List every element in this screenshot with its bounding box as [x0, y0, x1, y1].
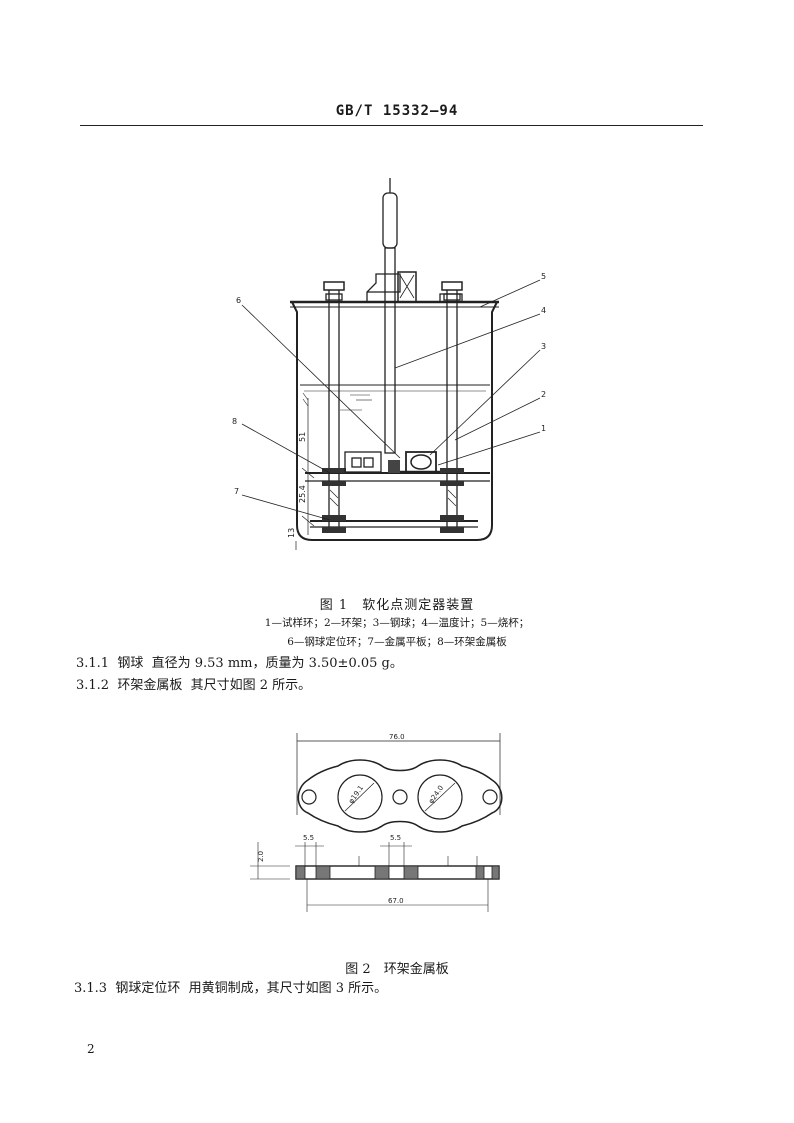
clause-3-1-3: 3.1.3 钢球定位环 用黄铜制成，其尺寸如图 3 所示。	[74, 981, 388, 996]
figure-2-caption: 图 2 环架金属板	[345, 962, 449, 977]
figure-1-legend-line-2: 6—钢球定位环；7—金属平板；8—环架金属板	[287, 636, 507, 648]
dim-thickness: 2.0	[257, 851, 265, 862]
callout-4: 4	[541, 306, 546, 315]
callout-6: 6	[236, 296, 241, 305]
clause-3-1-1: 3.1.1 钢球 直径为 9.53 mm，质量为 3.50±0.05 g。	[76, 656, 403, 671]
figure-1-legend-line-1: 1—试样环；2—环架；3—钢球；4—温度计；5—烧杯；	[264, 617, 530, 629]
dim-25-4: 25.4	[298, 485, 307, 503]
standard-number: GB/T 15332—94	[335, 103, 459, 119]
dim-51: 51	[298, 432, 307, 442]
callout-1: 1	[541, 424, 546, 433]
header-rule	[80, 125, 703, 126]
callout-7: 7	[234, 487, 239, 496]
figure-1-caption: 图 1 软化点测定器装置	[319, 598, 475, 613]
callout-3: 3	[541, 342, 546, 351]
callout-8: 8	[232, 417, 237, 426]
dim-span: 67.0	[388, 897, 404, 905]
dim-rim-right: 5.5	[390, 834, 401, 842]
figure-1-apparatus: 6 8 7 5 4 3 2 1 51 25.4 13	[232, 178, 546, 550]
figure-2-plate: 76.0 φ19.1 φ24.0 2.0 5.5 5.5 67.0	[250, 733, 503, 912]
dim-rim-left: 5.5	[303, 834, 314, 842]
callout-2: 2	[541, 390, 546, 399]
clause-3-1-2: 3.1.2 环架金属板 其尺寸如图 2 所示。	[76, 678, 312, 693]
callout-5: 5	[541, 272, 546, 281]
dim-overall-width: 76.0	[389, 733, 405, 741]
page-number: 2	[87, 1042, 95, 1056]
dim-13: 13	[287, 528, 296, 538]
